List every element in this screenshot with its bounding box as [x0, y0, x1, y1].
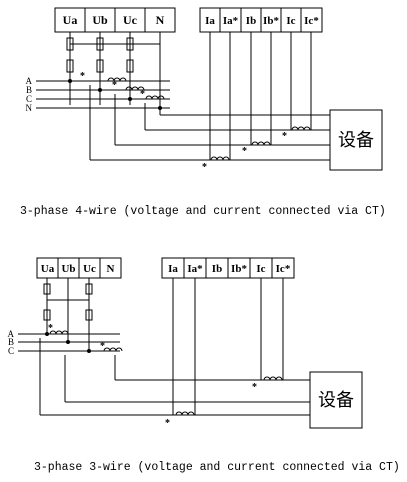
diagram-3phase-4wire: Ua Ub Uc N Ia Ia* Ib Ib* Ic Ic*	[20, 7, 386, 218]
terminal-ia-star-3w: Ia*	[187, 263, 203, 275]
terminal-ib-3w: Ib	[212, 263, 222, 275]
phase-label-b: B	[26, 85, 32, 95]
current-terminal-block-3w	[161, 257, 295, 279]
terminal-ua: Ua	[63, 13, 78, 27]
svg-text:*: *	[202, 162, 207, 173]
voltage-terminal-block-3w	[36, 257, 122, 279]
device-box-3w: 设备	[309, 371, 363, 429]
diagram-3phase-3wire: Ua Ub Uc N Ia Ia* Ib Ib* Ic Ic*	[8, 257, 400, 474]
terminal-n-3w: N	[107, 263, 115, 275]
device-label-3w: 设备	[318, 390, 354, 410]
voltage-terminal-block	[54, 7, 176, 33]
terminal-n: N	[156, 13, 165, 27]
phase-label-a: A	[26, 76, 33, 86]
terminal-ia-3w: Ia	[168, 263, 178, 275]
terminal-uc: Uc	[123, 13, 138, 27]
svg-text:*: *	[165, 418, 170, 429]
terminal-ia: Ia	[205, 15, 215, 27]
phase-label-n: N	[26, 103, 33, 113]
terminal-ic-star-3w: Ic*	[276, 263, 291, 275]
terminal-ub-3w: Ub	[61, 263, 75, 275]
svg-text:*: *	[252, 382, 257, 393]
terminal-ia-star: Ia*	[223, 15, 239, 27]
device-coils-3w	[175, 376, 283, 416]
phase-label-c: C	[26, 94, 32, 104]
terminal-ua-3w: Ua	[41, 263, 55, 275]
terminal-ib: Ib	[246, 15, 256, 27]
terminal-ib-star: Ib*	[263, 15, 279, 27]
busbars	[36, 80, 170, 109]
caption-4wire: 3-phase 4-wire (voltage and current conn…	[20, 205, 386, 218]
phase-label-c-3w: C	[8, 346, 14, 356]
current-terminal-block	[199, 7, 323, 33]
terminal-ic-star: Ic*	[304, 15, 319, 27]
ct-secondary-wiring	[89, 32, 330, 161]
caption-3wire: 3-phase 3-wire (voltage and current conn…	[34, 461, 400, 474]
svg-text:*: *	[100, 341, 105, 352]
ct-secondary-wiring-3w	[39, 278, 310, 416]
svg-text:*: *	[80, 71, 85, 82]
device-box: 设备	[329, 109, 383, 171]
terminal-uc-3w: Uc	[83, 263, 96, 275]
svg-text:*: *	[242, 146, 247, 157]
svg-text:*: *	[282, 131, 287, 142]
phase-label-a-3w: A	[8, 329, 15, 339]
junction-dots	[68, 79, 162, 110]
terminal-ib-star-3w: Ib*	[231, 263, 247, 275]
terminal-ub: Ub	[92, 13, 108, 27]
phase-label-b-3w: B	[8, 337, 14, 347]
terminal-ic-3w: Ic	[256, 263, 265, 275]
voltage-wiring	[66, 32, 161, 115]
device-coils	[210, 126, 311, 161]
svg-text:*: *	[48, 323, 53, 334]
svg-text:*: *	[140, 89, 145, 100]
voltage-wiring-3w	[43, 278, 93, 350]
terminal-ic: Ic	[286, 15, 295, 27]
svg-text:*: *	[112, 80, 117, 91]
polarity-marks: * * *	[80, 71, 145, 100]
device-label: 设备	[338, 130, 374, 150]
junction-dots-3w	[45, 332, 91, 353]
